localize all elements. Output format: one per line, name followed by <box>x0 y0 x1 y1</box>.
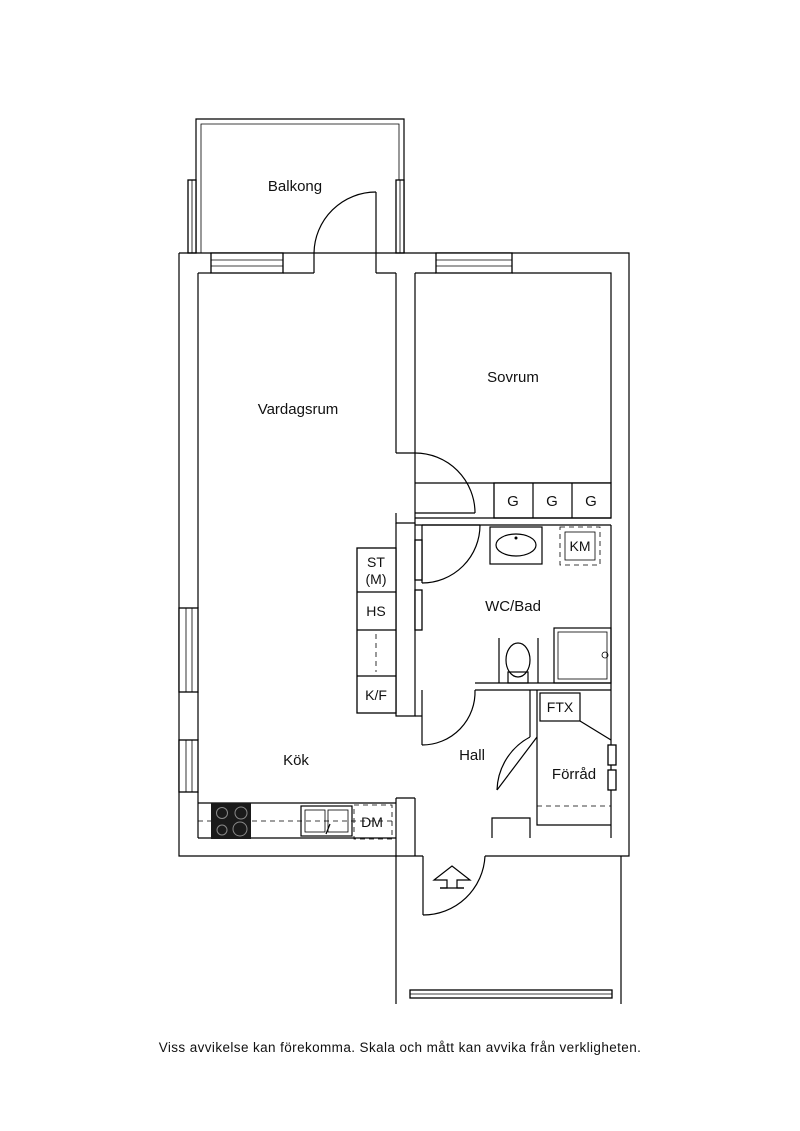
bathroom-door[interactable] <box>421 524 481 584</box>
room-label-kitchen: Kök <box>283 752 309 769</box>
washing-machine: KM <box>559 526 601 566</box>
toilet <box>498 638 539 684</box>
shower <box>553 627 612 684</box>
kitchen-sink <box>300 805 353 837</box>
room-label-storage: Förråd <box>552 766 596 783</box>
kitchen-cabinets: ST (M) HS K/F <box>356 547 397 714</box>
storage-walls <box>529 690 617 826</box>
bathroom-sink <box>489 526 543 565</box>
wardrobes: G G G <box>493 482 612 519</box>
bedroom-door[interactable] <box>414 452 476 514</box>
disclaimer-text: Viss avvikelse kan förekomma. Skala och … <box>158 1040 642 1055</box>
drying-cabinet-label: ST <box>367 554 385 570</box>
entrance <box>395 856 622 1004</box>
ventilation-label: FTX <box>547 699 574 715</box>
drying-cabinet-label: (M) <box>366 571 387 587</box>
wardrobe-label: G <box>585 493 597 510</box>
balcony-door[interactable] <box>313 191 377 273</box>
fridge-freezer-label: K/F <box>365 687 387 703</box>
dishwasher-label: DM <box>361 814 383 830</box>
entrance-door[interactable] <box>422 855 486 916</box>
room-label-bathroom: WC/Bad <box>485 598 541 615</box>
wardrobe-label: G <box>507 493 519 510</box>
room-label-bedroom: Sovrum <box>487 369 539 386</box>
storage-door[interactable] <box>496 736 538 791</box>
wardrobe-label: G <box>546 493 558 510</box>
hall-nook <box>395 797 531 856</box>
stove <box>211 803 251 839</box>
room-label-hall: Hall <box>459 747 485 764</box>
room-label-balcony: Balkong <box>268 178 322 195</box>
hall-door[interactable] <box>415 689 476 746</box>
dishwasher: DM <box>353 804 393 840</box>
room-label-living-room: Vardagsrum <box>258 401 339 418</box>
cabinet-hs-label: HS <box>366 603 385 619</box>
windows <box>178 252 513 793</box>
washing-machine-label: KM <box>570 538 591 554</box>
